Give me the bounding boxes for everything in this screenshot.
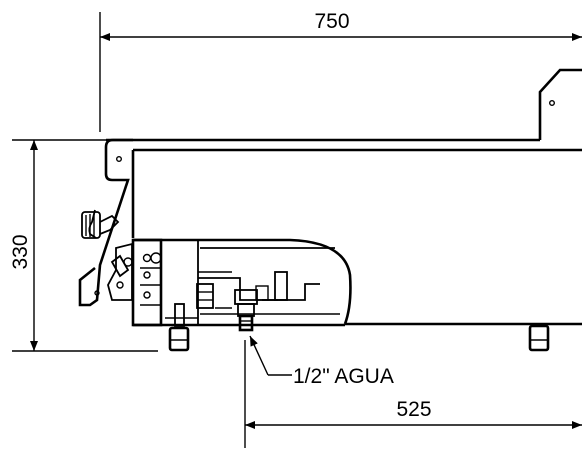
cam-plate	[110, 254, 130, 278]
leader-line-diagonal	[249, 335, 269, 376]
panel-inner	[160, 239, 199, 326]
dimension-overall-length: 750	[99, 10, 582, 132]
valve-body	[196, 283, 214, 309]
dimension-label-525: 525	[396, 398, 431, 421]
bowl-housing	[133, 238, 352, 325]
rear-foot	[528, 324, 550, 352]
panel-knob	[150, 252, 162, 264]
inlet-fitting	[234, 289, 258, 305]
lever-pin	[94, 290, 100, 296]
machine-body	[78, 68, 582, 332]
handle-grip	[81, 211, 101, 239]
backsplash-hole	[549, 99, 556, 106]
pivot-bolt-1	[116, 281, 124, 289]
front-top-lip	[104, 138, 133, 182]
front-foot-pad	[168, 326, 190, 352]
front-foot-stem	[174, 303, 185, 327]
water-pipe	[198, 277, 278, 301]
elbow-fitting	[255, 285, 269, 301]
panel-screw-1	[142, 253, 152, 263]
drain-pipe	[262, 283, 320, 301]
rear-foot-pad	[528, 324, 550, 352]
rear-backsplash	[538, 68, 582, 140]
pivot-bracket	[107, 242, 133, 301]
panel-screw-2	[143, 271, 151, 279]
drain-valve	[274, 271, 288, 301]
water-inlet-callout: 1/2" AGUA	[249, 335, 394, 388]
front-foot	[168, 303, 190, 352]
lever-arm	[78, 178, 130, 307]
handle-knob	[99, 214, 120, 235]
feet	[168, 303, 550, 352]
dimension-label-330: 330	[9, 234, 32, 269]
panel-screw-3	[143, 291, 151, 299]
dimension-label-750: 750	[314, 10, 349, 33]
front-lip-hole	[115, 155, 122, 162]
dimension-height: 330	[9, 139, 158, 352]
water-inlet-label: 1/2" AGUA	[293, 365, 394, 388]
dimension-water-offset: 525	[244, 340, 582, 448]
inlet-connector	[238, 314, 254, 332]
